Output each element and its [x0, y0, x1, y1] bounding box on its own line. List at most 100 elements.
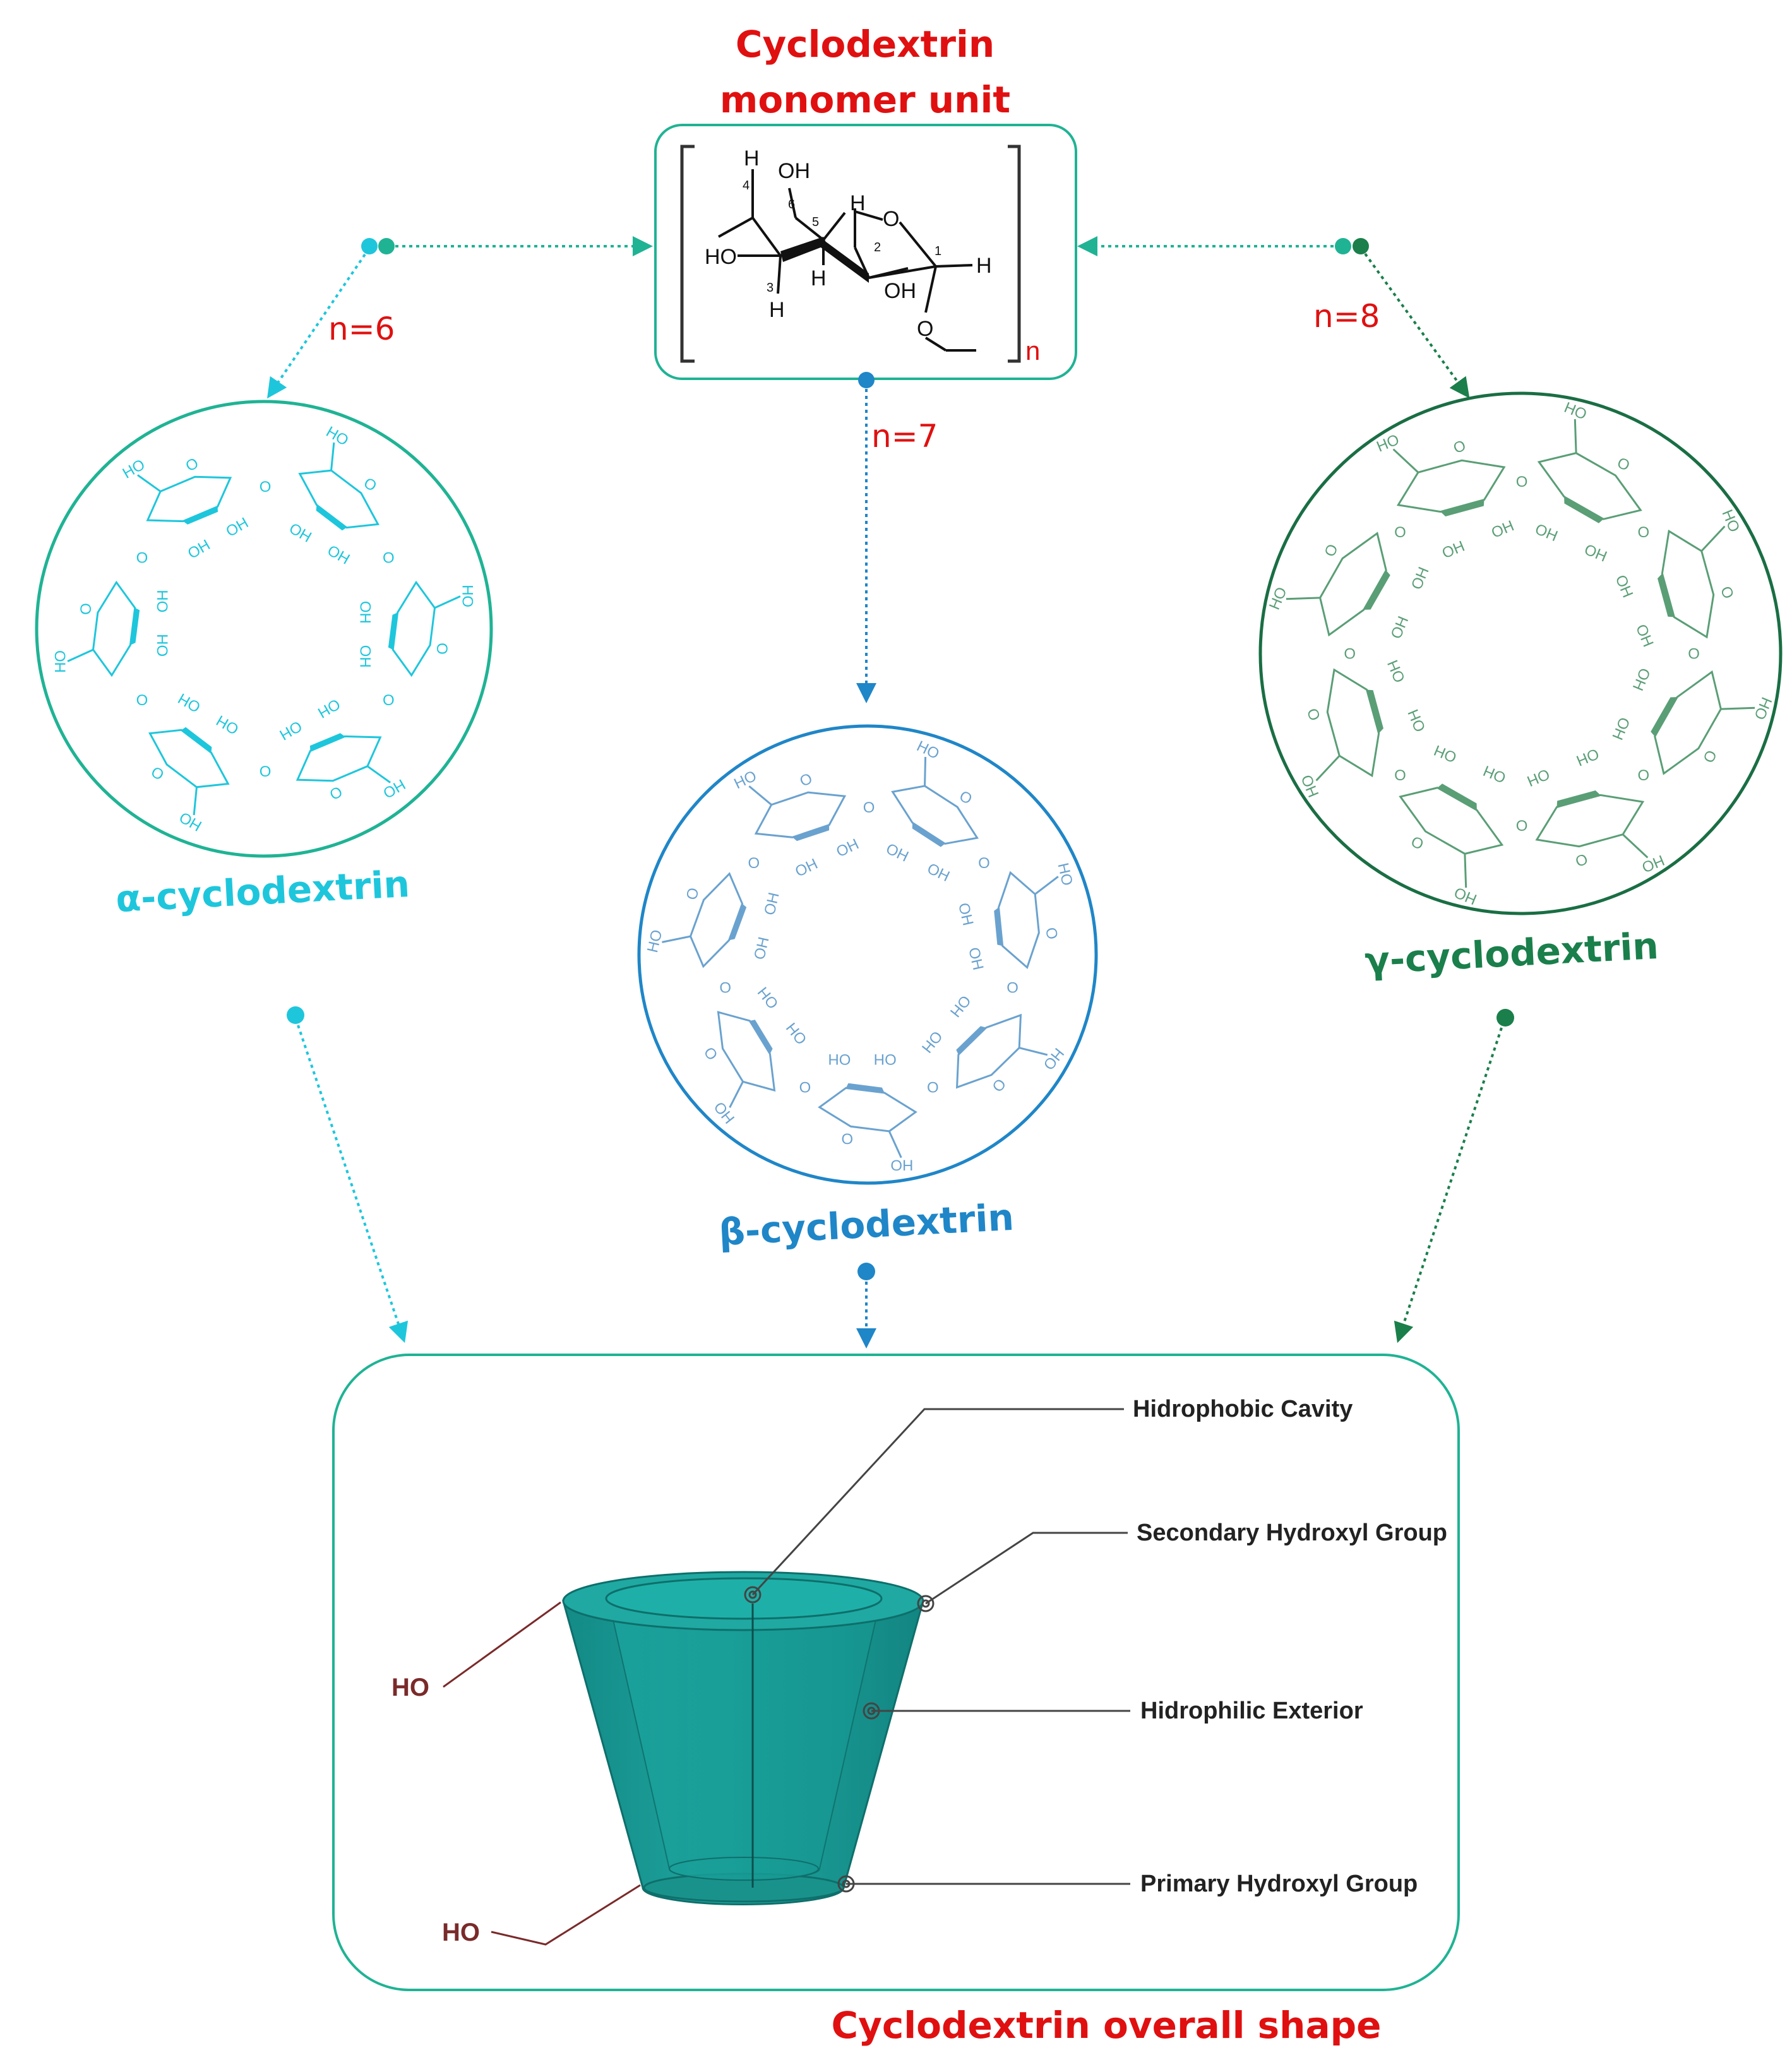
ring-bold-edge — [1564, 496, 1604, 523]
pyranose-ring — [146, 475, 232, 523]
ch2oh-bond — [193, 787, 198, 816]
secondary-oh-label: OH — [357, 601, 374, 624]
atom-o-link: O — [917, 317, 933, 341]
atom-h-bottom: H — [769, 298, 785, 322]
connector-beta — [856, 372, 876, 703]
primary-oh-label: HO — [52, 650, 69, 673]
cyclodextrin-cup — [562, 1571, 924, 1905]
carbon-number-4: 4 — [743, 179, 750, 193]
ring-bold-edge — [994, 907, 1003, 946]
ch2oh-bond — [1392, 448, 1419, 473]
atom-h-mid: H — [811, 266, 827, 290]
atom-h-ring: H — [850, 191, 866, 215]
secondary-oh-label: OH — [828, 1051, 851, 1068]
shape-title: Cyclodextrin overall shape — [832, 2004, 1382, 2047]
atom-o-ring: O — [883, 207, 899, 231]
ch2oh-bond — [888, 1131, 902, 1158]
callout-primary — [837, 1875, 1130, 1893]
callout-exterior-label: Hidrophilic Exterior — [1140, 1698, 1363, 1724]
ch2oh-bond — [662, 935, 691, 943]
monomer-section: Cyclodextrin monomer unit n — [654, 23, 1077, 380]
ring-bold-edge — [956, 1026, 986, 1055]
glycosidic-oxygen-label: O — [978, 855, 990, 872]
pyranose-ring — [689, 872, 744, 968]
glycosidic-oxygen-label: O — [1394, 524, 1406, 541]
ring-bold-edge — [750, 1020, 773, 1054]
glycosidic-oxygen-label: O — [1344, 645, 1356, 662]
ch2oh-bond — [1315, 755, 1341, 782]
shape-section: Hidrophobic Cavity Secondary Hydroxyl Gr… — [332, 1354, 1460, 2047]
callout-secondary — [917, 1532, 1128, 1612]
ch2oh-bond — [729, 1081, 744, 1108]
ch2oh-bond — [1464, 854, 1467, 888]
pyranose-ring — [754, 791, 847, 838]
ho-top-line — [443, 1601, 561, 1688]
carbon-number-1: 1 — [935, 244, 941, 258]
pyranose-ring — [296, 735, 382, 782]
glycosidic-oxygen-label: O — [1637, 524, 1649, 541]
ring-bold-edge — [912, 823, 945, 847]
ring-oxygen-label: O — [841, 1130, 853, 1147]
ring-bold-edge — [1651, 697, 1678, 737]
ring-bold-edge — [1366, 689, 1383, 734]
ring-bold-edge — [1437, 783, 1477, 811]
carbon-number-2: 2 — [874, 241, 881, 254]
ho-top-label: HO — [391, 1674, 429, 1701]
ring-bold-edge — [1440, 499, 1484, 516]
pyranose-ring — [148, 729, 230, 789]
glycosidic-oxygen-label: O — [1516, 473, 1528, 491]
pyranose-ring — [818, 1087, 917, 1133]
ho-bottom-line — [491, 1884, 641, 1946]
pyranose-ring — [92, 580, 136, 677]
glycosidic-oxygen-label: O — [719, 979, 731, 996]
ring-bold-edge — [181, 727, 212, 753]
primary-oh-label: HO — [890, 1157, 913, 1174]
secondary-oh-label: OH — [357, 645, 374, 668]
atom-ho-left: HO — [705, 245, 737, 269]
callout-secondary-label: Secondary Hydroxyl Group — [1137, 1520, 1447, 1546]
callout-cavity-label: Hidrophobic Cavity — [1133, 1396, 1353, 1422]
ring-bold-edge — [309, 733, 345, 751]
ch2oh-bond — [67, 648, 94, 662]
pyranose-ring — [391, 580, 436, 677]
carbon-number-3: 3 — [767, 281, 774, 295]
ch2oh-bond — [1574, 419, 1577, 453]
connector-alpha — [267, 236, 653, 399]
cup-rim-inner — [605, 1577, 883, 1620]
ring-oxygen-label: O — [433, 643, 450, 655]
chair-bold-wedge-2 — [821, 240, 869, 283]
connector-gamma — [1077, 236, 1470, 398]
carbon-number-5: 5 — [812, 215, 819, 229]
ch2oh-bond — [137, 474, 161, 492]
glycosidic-oxygen-label: O — [1688, 645, 1700, 662]
glycosidic-oxygen-label: O — [1007, 979, 1018, 996]
callout-cavity — [744, 1408, 1124, 1604]
glycosidic-oxygen-label: O — [136, 550, 148, 567]
ch2oh-bond — [1700, 525, 1726, 552]
pyranose-ring — [1537, 452, 1642, 520]
beta-n-label: n=7 — [871, 418, 938, 455]
glycosidic-oxygen-label: O — [260, 479, 272, 496]
chair-bold-wedge — [780, 237, 827, 262]
left-bracket — [680, 145, 695, 363]
repeat-subscript: n — [1025, 336, 1040, 366]
monomer-title-line2: monomer unit — [720, 78, 1010, 121]
alpha-circle — [35, 400, 493, 858]
glycosidic-oxygen-label: O — [1394, 767, 1406, 784]
glycosidic-oxygen-label: O — [1637, 767, 1649, 784]
ring-bold-edge — [182, 506, 218, 525]
beta-circle — [637, 724, 1098, 1185]
right-bracket — [1008, 145, 1021, 363]
gamma-circle — [1258, 391, 1783, 915]
alpha-label: α-cyclodextrin — [115, 862, 411, 920]
ring-bold-edge — [792, 825, 830, 842]
ch2oh-bond — [330, 442, 335, 471]
glycosidic-oxygen-label: O — [748, 855, 760, 872]
glycosidic-oxygen-label: O — [136, 692, 148, 709]
